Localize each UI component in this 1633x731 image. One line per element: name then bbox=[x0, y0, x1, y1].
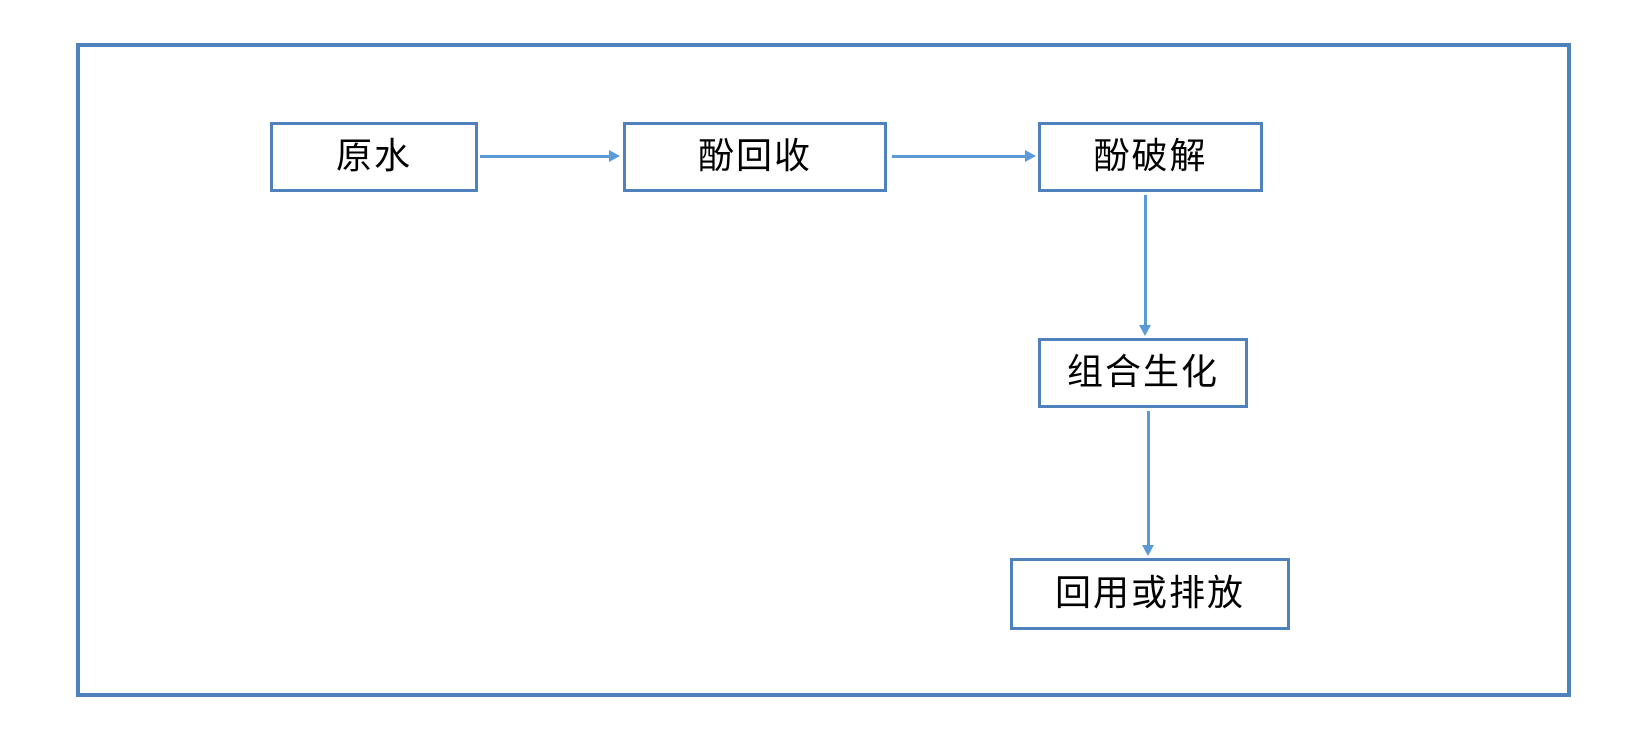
node-phenol-cracking-label: 酚破解 bbox=[1093, 136, 1208, 177]
node-phenol-cracking: 酚破解 bbox=[1038, 122, 1263, 192]
arrow-cracking-to-combined-bio bbox=[1139, 195, 1151, 336]
node-raw-water: 原水 bbox=[270, 122, 478, 192]
diagram-outer-border bbox=[76, 43, 1571, 697]
node-reuse-or-discharge-label: 回用或排放 bbox=[1054, 573, 1245, 614]
node-reuse-or-discharge: 回用或排放 bbox=[1010, 558, 1290, 630]
node-combined-biochemical: 组合生化 bbox=[1038, 338, 1248, 408]
node-phenol-recovery-label: 酚回收 bbox=[697, 136, 812, 177]
node-phenol-recovery: 酚回收 bbox=[623, 122, 887, 192]
arrow-combined-bio-to-reuse bbox=[1142, 411, 1154, 556]
node-raw-water-label: 原水 bbox=[335, 136, 412, 177]
node-combined-biochemical-label: 组合生化 bbox=[1066, 352, 1219, 393]
arrow-phenol-recovery-to-cracking bbox=[892, 150, 1036, 162]
arrow-raw-water-to-phenol-recovery bbox=[480, 150, 620, 162]
